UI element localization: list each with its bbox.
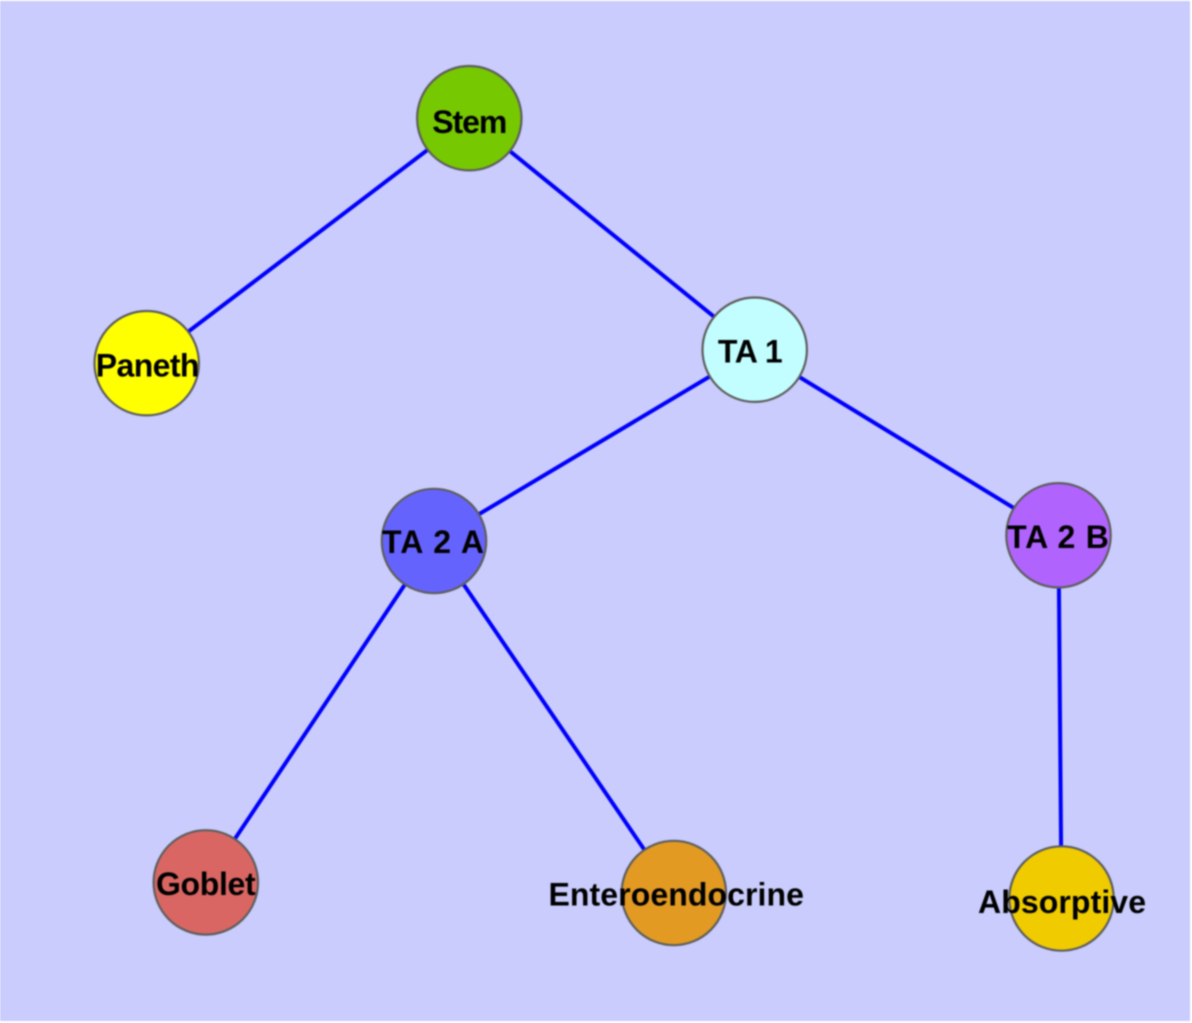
svg-text:TA 1: TA 1 [718, 333, 783, 369]
svg-text:Stem: Stem [432, 104, 507, 140]
svg-text:Enteroendocrine: Enteroendocrine [548, 877, 804, 913]
svg-text:TA 2 B: TA 2 B [1007, 519, 1109, 555]
svg-text:Absorptive: Absorptive [978, 884, 1146, 920]
svg-text:Goblet: Goblet [156, 866, 256, 902]
svg-text:Paneth: Paneth [96, 347, 200, 383]
svg-text:TA 2 A: TA 2 A [382, 524, 484, 560]
